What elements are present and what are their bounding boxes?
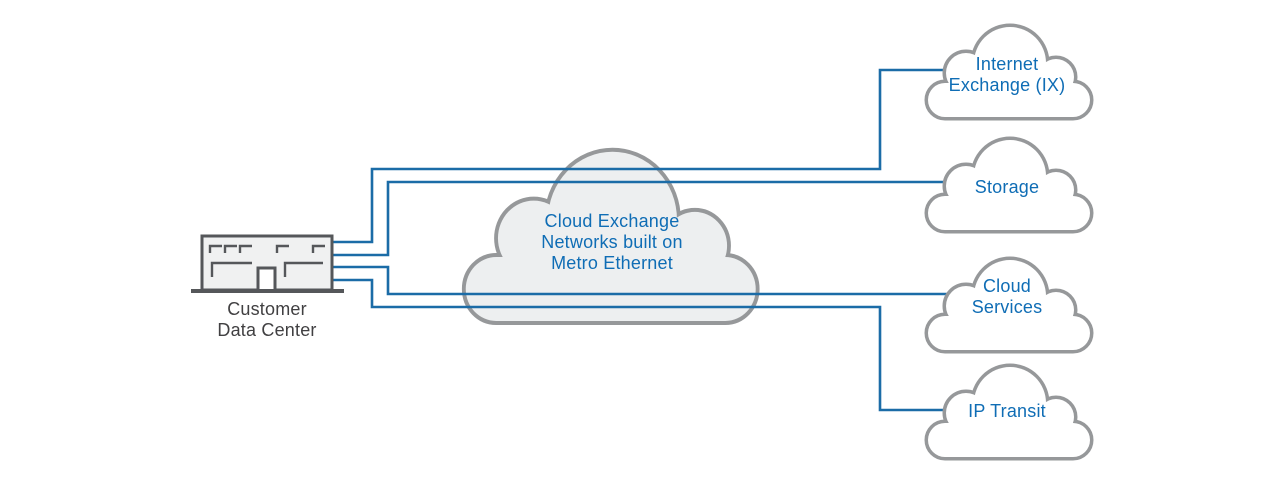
label-central-cloud: Cloud Exchange Networks built on Metro E… [541, 211, 683, 273]
link-dc-to-internet-exchange [331, 68, 955, 244]
link-dc-to-cloud-services [331, 265, 955, 296]
customer-data-center-icon [191, 234, 344, 293]
building-windows [208, 244, 325, 277]
label-storage: Storage [974, 177, 1040, 197]
label-internet-exchange: Internet Exchange (IX) [948, 54, 1066, 95]
link-dc-to-ip-transit [331, 278, 955, 412]
label-customer-data-center: Customer Data Center [217, 299, 317, 340]
label-ip-transit: IP Transit [968, 401, 1046, 421]
label-cloud-services: Cloud Services [971, 276, 1043, 317]
building-body [200, 234, 334, 292]
link-dc-to-storage [331, 180, 955, 257]
